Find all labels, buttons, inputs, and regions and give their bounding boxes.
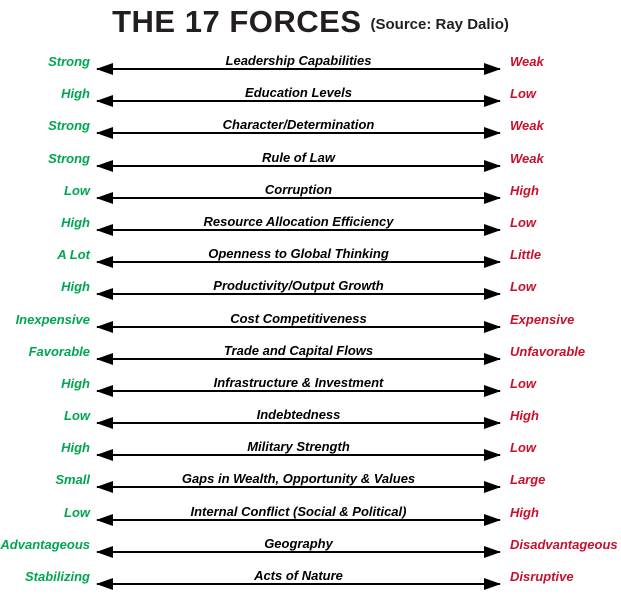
double-arrow-icon [96, 384, 501, 397]
force-name: Geography [264, 535, 333, 551]
force-left-label: High [61, 86, 90, 102]
force-right-label: Low [510, 86, 536, 102]
double-arrow-icon [96, 320, 501, 333]
force-left-label: Low [64, 504, 90, 520]
force-name: Military Strength [247, 439, 350, 455]
force-left-label: Low [64, 182, 90, 198]
double-arrow-icon [96, 63, 501, 75]
force-row: Low Corruption High [0, 182, 621, 214]
double-arrow-icon [96, 95, 501, 108]
force-right-label: Weak [510, 54, 544, 69]
force-name: Indebtedness [256, 407, 341, 423]
double-arrow-icon [96, 352, 501, 365]
force-name: Rule of Law [262, 149, 335, 165]
double-arrow-icon [96, 256, 501, 269]
force-row: Low Indebtedness High [0, 407, 621, 439]
force-row: Inexpensive Cost Competitiveness Expensi… [0, 311, 621, 343]
force-left-label: High [61, 440, 90, 456]
force-name: Corruption [264, 181, 333, 197]
force-row: Strong Rule of Law Weak [0, 150, 621, 182]
force-left-label: Strong [48, 150, 90, 166]
force-name: Acts of Nature [254, 568, 343, 583]
force-name: Infrastructure & Investment [213, 374, 384, 390]
double-arrow-icon [96, 481, 501, 494]
force-left-label: Strong [48, 118, 90, 134]
force-name: Internal Conflict (Social & Political) [190, 503, 407, 519]
force-row: Small Gaps in Wealth, Opportunity & Valu… [0, 471, 621, 503]
force-right-label: Low [510, 279, 536, 295]
double-arrow-icon [96, 545, 501, 558]
force-row: Strong Character/Determination Weak [0, 117, 621, 149]
force-row: High Military Strength Low [0, 439, 621, 471]
force-left-label: Inexpensive [15, 311, 90, 327]
force-left-label: A Lot [57, 247, 90, 263]
force-right-label: Low [510, 214, 536, 230]
forces-list: Strong Leadership Capabilities Weak High… [0, 53, 621, 600]
double-arrow-icon [96, 578, 501, 590]
double-arrow-icon [96, 288, 501, 301]
force-right-label: Little [510, 247, 542, 263]
double-arrow-icon [96, 191, 501, 204]
double-arrow-icon [96, 127, 501, 140]
force-name: Trade and Capital Flows [223, 342, 374, 358]
force-right-label: Low [510, 440, 536, 456]
force-row: High Resource Allocation Efficiency Low [0, 214, 621, 246]
force-name: Openness to Global Thinking [208, 246, 389, 262]
force-name: Gaps in Wealth, Opportunity & Values [181, 471, 416, 487]
force-left-label: High [61, 214, 90, 230]
force-row: Low Internal Conflict (Social & Politica… [0, 504, 621, 536]
double-arrow-icon [96, 513, 501, 526]
double-arrow-icon [96, 417, 501, 430]
force-right-label: High [510, 182, 539, 198]
force-right-label: High [510, 408, 539, 424]
force-right-label: Disruptive [510, 569, 574, 584]
force-left-label: Small [55, 472, 90, 488]
force-name: Resource Allocation Efficiency [203, 213, 394, 229]
force-right-label: Unfavorable [510, 343, 586, 359]
force-left-label: Favorable [28, 343, 90, 359]
force-name: Character/Determination [222, 117, 375, 133]
double-arrow-icon [96, 449, 501, 462]
force-left-label: Strong [48, 54, 90, 69]
force-right-label: Large [510, 472, 546, 488]
force-right-label: Low [510, 375, 536, 391]
title-source: (Source: Ray Dalio) [370, 16, 509, 33]
page-title: THE 17 FORCES [112, 4, 362, 39]
force-row: Strong Leadership Capabilities Weak [0, 53, 621, 85]
force-right-label: Disadvantageous [510, 536, 618, 552]
force-name: Education Levels [245, 85, 352, 101]
force-row: Advantageous Geography Disadvantageous [0, 536, 621, 568]
force-name: Cost Competitiveness [230, 310, 367, 326]
force-right-label: Expensive [510, 311, 575, 327]
force-left-label: High [61, 375, 90, 391]
force-name: Leadership Capabilities [225, 53, 372, 68]
force-row: High Productivity/Output Growth Low [0, 278, 621, 310]
force-right-label: Weak [510, 118, 544, 134]
force-left-label: Low [64, 408, 90, 424]
force-right-label: Weak [510, 150, 544, 166]
diagram-title: THE 17 FORCES (Source: Ray Dalio) [0, 0, 621, 40]
force-name: Productivity/Output Growth [213, 278, 384, 294]
force-left-label: Advantageous [0, 536, 90, 552]
force-row: High Infrastructure & Investment Low [0, 375, 621, 407]
force-right-label: High [510, 504, 539, 520]
force-row: Favorable Trade and Capital Flows Unfavo… [0, 343, 621, 375]
force-left-label: High [61, 279, 90, 295]
force-left-label: Stabilizing [25, 569, 90, 584]
double-arrow-icon [96, 223, 501, 236]
double-arrow-icon [96, 159, 501, 172]
force-row: High Education Levels Low [0, 85, 621, 117]
force-row: Stabilizing Acts of Nature Disruptive [0, 568, 621, 600]
force-row: A Lot Openness to Global Thinking Little [0, 246, 621, 278]
